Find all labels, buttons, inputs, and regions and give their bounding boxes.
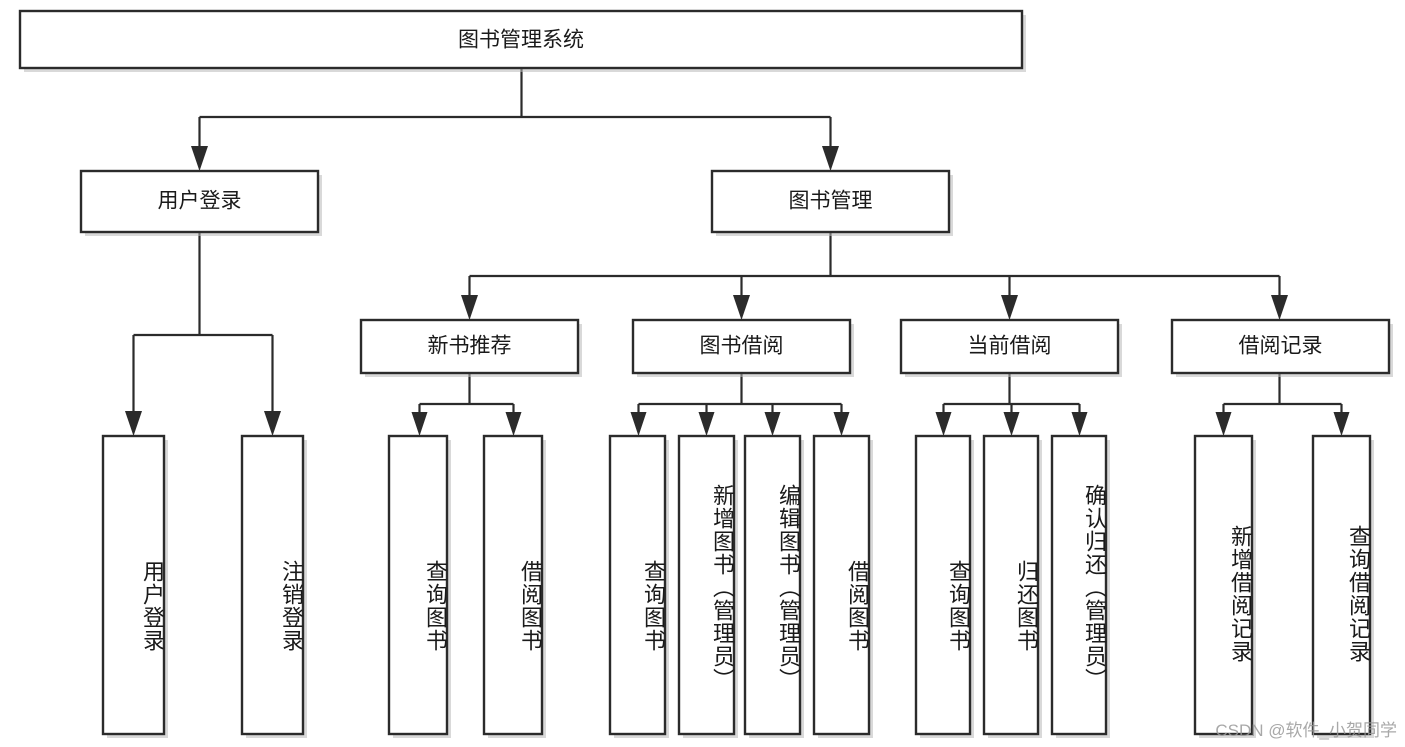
node-new-book-recommend-label: 新书推荐 <box>428 335 512 358</box>
leaf-newbook-borrow-box <box>482 434 544 736</box>
leaf-currentborrow-confirm-box <box>1050 434 1108 736</box>
leaf-bookborrow-borrow-box <box>812 434 871 736</box>
leaf-bookborrow-add-box <box>677 434 736 736</box>
arrow-head-leaf-user-login <box>125 411 142 436</box>
node-root-box <box>18 9 1024 70</box>
leaf-logout-box <box>240 434 305 736</box>
node-book-manage-box <box>710 169 951 234</box>
arrow-head-book-manage <box>822 146 839 171</box>
node-user-login-label: 用户登录 <box>158 190 242 213</box>
leaf-node-currentborrow-confirm[interactable] <box>1050 434 1110 738</box>
leaf-node-record-add[interactable] <box>1193 434 1256 738</box>
arrow-head-borrow-record <box>1271 295 1288 320</box>
leaf-node-bookborrow-query[interactable] <box>608 434 669 738</box>
csdn-watermark: CSDN @软件_小贺同学 <box>1215 721 1397 740</box>
node-root-system[interactable]: 图书管理系统 <box>18 9 1026 72</box>
node-borrow-record-label: 借阅记录 <box>1239 335 1323 358</box>
arrow-head-borrowrecord-leaf-1 <box>1215 412 1232 436</box>
arrow-head-newbook-leaf-1 <box>411 412 428 436</box>
leaf-node-logout[interactable] <box>240 434 307 738</box>
leaf-currentborrow-query-box <box>914 434 972 736</box>
leaf-node-record-query[interactable] <box>1311 434 1374 738</box>
leaf-node-currentborrow-return[interactable] <box>982 434 1042 738</box>
node-current-borrow-label: 当前借阅 <box>968 335 1052 358</box>
arrow-head-bookborrow-leaf-2 <box>698 412 715 436</box>
node-user-login-box <box>79 169 320 234</box>
connector-group <box>125 68 1350 436</box>
node-current-borrow-box <box>899 318 1120 375</box>
node-new-book-recommend-box <box>359 318 580 375</box>
arrow-head-borrowrecord-leaf-2 <box>1333 412 1350 436</box>
leaf-node-bookborrow-edit[interactable] <box>743 434 804 738</box>
leaf-node-currentborrow-query[interactable] <box>914 434 974 738</box>
arrow-head-currentborrow-leaf-3 <box>1071 412 1088 436</box>
leaf-user-login-box <box>101 434 166 736</box>
node-book-manage-label: 图书管理 <box>789 190 873 213</box>
leaf-bookborrow-query-box <box>608 434 667 736</box>
node-new-book-recommend[interactable]: 新书推荐 <box>359 318 582 377</box>
arrow-head-book-borrow <box>733 295 750 320</box>
node-borrow-record-box <box>1170 318 1391 375</box>
leaf-record-query-box <box>1311 434 1372 736</box>
arrow-head-currentborrow-leaf-2 <box>1003 412 1020 436</box>
node-user-login[interactable]: 用户登录 <box>79 169 322 236</box>
node-root-label: 图书管理系统 <box>458 29 584 52</box>
arrow-head-newbook-leaf-2 <box>505 412 522 436</box>
arrow-head-user-login <box>191 146 208 171</box>
arrow-head-currentborrow-leaf-1 <box>935 412 952 436</box>
leaf-record-add-box <box>1193 434 1254 736</box>
node-book-manage[interactable]: 图书管理 <box>710 169 953 236</box>
leaf-node-newbook-borrow[interactable] <box>482 434 546 738</box>
node-book-borrow-box <box>631 318 852 375</box>
leaf-node-bookborrow-add[interactable] <box>677 434 738 738</box>
arrow-head-new-book <box>461 295 478 320</box>
leaf-node-bookborrow-borrow[interactable] <box>812 434 873 738</box>
node-book-borrow-label: 图书借阅 <box>700 335 784 358</box>
leaf-newbook-query-box <box>387 434 449 736</box>
leaf-bookborrow-edit-box <box>743 434 802 736</box>
leaf-node-newbook-query[interactable] <box>387 434 451 738</box>
leaf-currentborrow-return-box <box>982 434 1040 736</box>
node-current-borrow[interactable]: 当前借阅 <box>899 318 1122 377</box>
node-book-borrow[interactable]: 图书借阅 <box>631 318 854 377</box>
arrow-head-leaf-logout <box>264 411 281 436</box>
arrow-head-bookborrow-leaf-1 <box>630 412 647 436</box>
arrow-head-current-borrow <box>1001 295 1018 320</box>
node-borrow-record[interactable]: 借阅记录 <box>1170 318 1393 377</box>
leaf-node-user-login[interactable] <box>101 434 168 738</box>
arrow-head-bookborrow-leaf-4 <box>833 412 850 436</box>
arrow-head-bookborrow-leaf-3 <box>764 412 781 436</box>
